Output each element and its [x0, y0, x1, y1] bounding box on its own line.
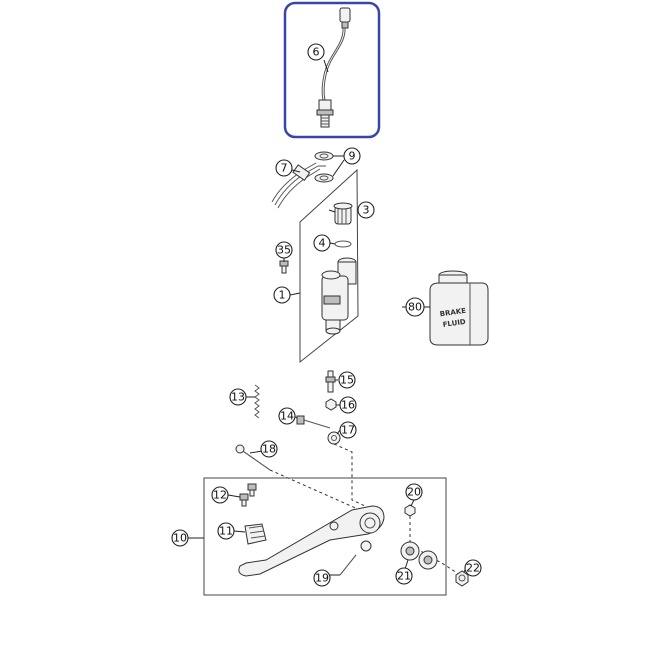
callout-16[interactable]: 16: [339, 396, 357, 414]
part-80-brake-fluid-bottle[interactable]: BRAKE FLUID: [429, 270, 489, 346]
part-35-screw[interactable]: [279, 260, 289, 274]
callout-label: 80: [408, 301, 422, 314]
callout-label: 17: [341, 424, 355, 437]
callout-label: 22: [466, 562, 480, 575]
part-4-o-ring[interactable]: [334, 240, 352, 248]
alignment-line-2: [269, 469, 361, 511]
callout-21[interactable]: 21: [395, 567, 413, 585]
callout-label: 16: [341, 399, 355, 412]
part-22-bolt[interactable]: [455, 570, 469, 587]
callout-10[interactable]: 10: [171, 529, 189, 547]
callout-80[interactable]: 80: [405, 297, 425, 317]
bottle-label-line2: FLUID: [442, 318, 466, 329]
callout-3[interactable]: 3: [357, 201, 375, 219]
callout-label: 1: [279, 289, 286, 302]
part-3-reservoir-cap[interactable]: [333, 202, 353, 225]
callout-22[interactable]: 22: [464, 559, 482, 577]
callout-15[interactable]: 15: [338, 371, 356, 389]
selected-part-highlight[interactable]: [283, 1, 381, 139]
part-11-pedal-tip[interactable]: [244, 523, 267, 545]
callout-label: 11: [219, 525, 233, 538]
master-cylinder-panel: [299, 168, 359, 364]
callout-14[interactable]: 14: [278, 407, 296, 425]
callout-17[interactable]: 17: [339, 421, 357, 439]
callout-label: 7: [281, 162, 288, 175]
callout-6[interactable]: 6: [307, 43, 325, 61]
part-1-master-cylinder[interactable]: [321, 257, 357, 335]
callout-11[interactable]: 11: [217, 522, 235, 540]
callout-35[interactable]: 35: [275, 241, 293, 259]
part-7-hose[interactable]: [271, 162, 326, 209]
callout-label: 19: [315, 572, 329, 585]
callout-19[interactable]: 19: [313, 569, 331, 587]
part-15-bleed-screw[interactable]: [325, 370, 336, 393]
part-12-screws[interactable]: [239, 483, 257, 507]
callout-label: 20: [407, 486, 421, 499]
callout-label: 3: [363, 204, 370, 217]
bottle-label-line1: BRAKE: [439, 307, 466, 319]
callout-7[interactable]: 7: [275, 159, 293, 177]
callout-label: 10: [173, 532, 187, 545]
part-9-washers[interactable]: [314, 151, 334, 183]
part-20-nut[interactable]: [404, 504, 416, 517]
part-21-bearings[interactable]: [400, 541, 438, 570]
part-18-shaft[interactable]: [235, 444, 271, 471]
callout-label: 18: [262, 443, 276, 456]
callout-label: 35: [277, 244, 291, 257]
callout-9[interactable]: 9: [343, 147, 361, 165]
callout-4[interactable]: 4: [313, 234, 331, 252]
callout-label: 21: [397, 570, 411, 583]
callout-18[interactable]: 18: [260, 440, 278, 458]
callout-label: 6: [313, 46, 320, 59]
part-17-clevis[interactable]: [327, 431, 341, 445]
part-6-brake-line[interactable]: [316, 7, 351, 128]
part-13-spring[interactable]: [254, 384, 260, 419]
part-19-pin[interactable]: [339, 554, 357, 576]
brake-pedal-frame: [203, 477, 447, 596]
callout-label: 12: [213, 489, 227, 502]
callout-label: 15: [340, 374, 354, 387]
callout-label: 9: [349, 150, 356, 163]
part-14-bolt[interactable]: [296, 415, 331, 429]
callout-12[interactable]: 12: [211, 486, 229, 504]
callout-label: 13: [231, 391, 245, 404]
callout-label: 4: [319, 237, 326, 250]
part-16-nut[interactable]: [325, 398, 337, 411]
alignment-line: [333, 443, 379, 513]
callout-20[interactable]: 20: [405, 483, 423, 501]
callout-1[interactable]: 1: [273, 286, 291, 304]
callout-label: 14: [280, 410, 294, 423]
callout-13[interactable]: 13: [229, 388, 247, 406]
part-10-brake-pedal[interactable]: [238, 505, 385, 577]
